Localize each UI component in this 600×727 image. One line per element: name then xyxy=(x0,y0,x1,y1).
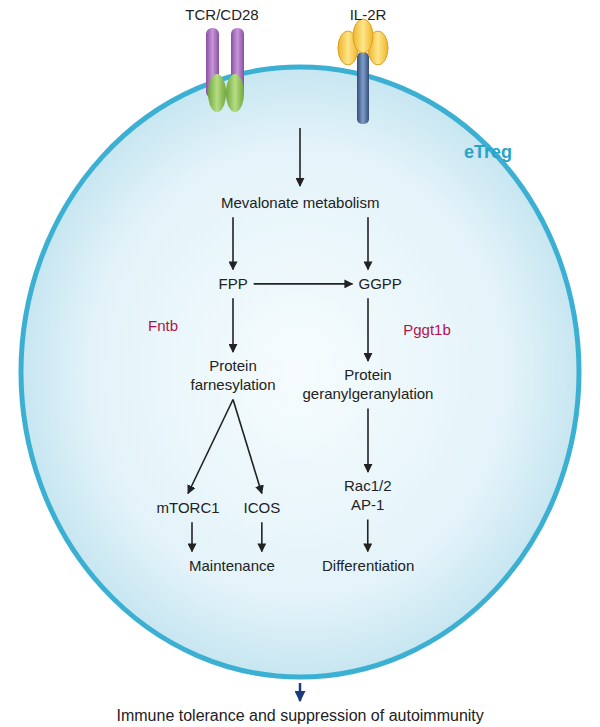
cell-label: eTreg xyxy=(464,141,512,164)
step-text: Rac1/2 AP-1 xyxy=(344,477,392,515)
pathway-step: Differentiation xyxy=(319,555,417,578)
step-text: Protein farnesylation xyxy=(191,357,276,395)
pathway-step: Mevalonate metabolism xyxy=(218,192,382,215)
pathway-step: Immune tolerance and suppression of auto… xyxy=(114,704,487,727)
pathway-arrow xyxy=(191,522,193,551)
pathway-arrow xyxy=(367,520,369,552)
pathway-step: Maintenance xyxy=(186,555,278,578)
step-text: Mevalonate metabolism xyxy=(221,194,379,213)
step-text: mTORC1 xyxy=(157,499,220,518)
step-text: Maintenance xyxy=(189,557,275,576)
receptor-label: IL-2R xyxy=(350,6,387,23)
tcr-receptor xyxy=(206,28,244,112)
cell-outline: eTregMevalonate metabolismFPP GGPP Protein… xyxy=(18,64,582,680)
step-text: ICOS xyxy=(244,499,281,518)
pathway-step: ICOS xyxy=(241,497,284,520)
pathway-arrow xyxy=(232,298,234,352)
enzyme-label: Pggt1b xyxy=(403,321,451,338)
pathway-arrow xyxy=(299,683,302,701)
pathway-step: GGPP xyxy=(356,273,405,296)
receptor-label: TCR/CD28 xyxy=(185,6,258,23)
pathway-arrow xyxy=(254,283,353,285)
pathway-arrow xyxy=(367,298,369,361)
pathway-step: Protein farnesylation xyxy=(188,355,279,397)
pathway-arrow xyxy=(261,522,263,551)
pathway-arrow xyxy=(367,217,369,269)
signal-arrow xyxy=(299,128,301,186)
step-text: Differentiation xyxy=(322,557,414,576)
pathway-step: mTORC1 xyxy=(154,497,223,520)
pathway-arrow xyxy=(232,217,234,269)
step-text: GGPP xyxy=(359,275,402,294)
step-text: Protein geranylgeranylation xyxy=(303,366,434,404)
pathway-step: Rac1/2 AP-1 xyxy=(341,475,395,517)
pathway-arrow xyxy=(367,409,369,473)
step-text: Immune tolerance and suppression of auto… xyxy=(117,706,484,726)
pathway-step: Protein geranylgeranylation xyxy=(300,364,437,406)
pathway-step: FPP xyxy=(216,273,251,296)
step-text: FPP xyxy=(219,275,248,294)
enzyme-label: Fntb xyxy=(148,317,178,334)
